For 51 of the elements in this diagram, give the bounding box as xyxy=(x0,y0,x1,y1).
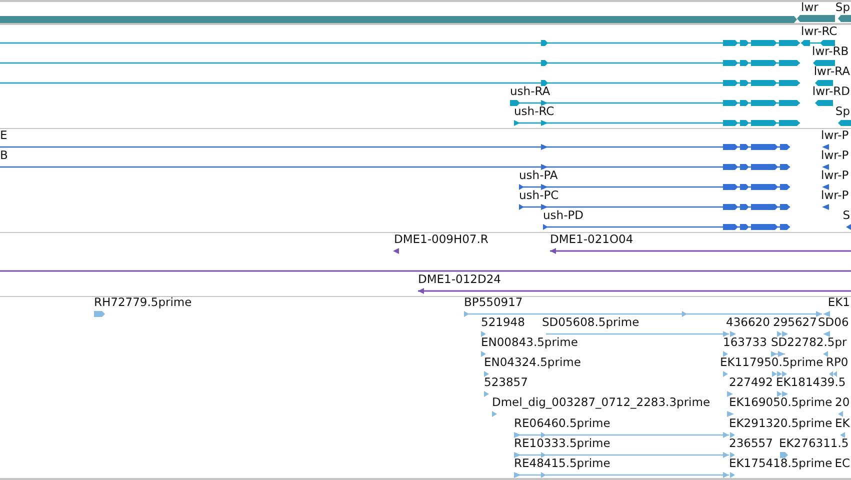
feature-label: B xyxy=(0,150,8,161)
feature-label: EK175418.5prime xyxy=(729,458,832,469)
feature-label: SD05608.5prime xyxy=(542,316,640,328)
feature-label: ush-PD xyxy=(543,210,584,221)
feature-label: 236557 xyxy=(729,438,773,449)
feature-label: ush-RC xyxy=(514,106,554,117)
feature-label: EK1 xyxy=(828,296,850,308)
feature-label: DME1-012D24 xyxy=(418,274,501,285)
feature-label: EK276311.5 xyxy=(779,438,849,449)
feature-label: Sp xyxy=(835,2,850,13)
feature-label: lwr-RB xyxy=(812,46,849,57)
feature-label: RE10333.5prime xyxy=(514,438,610,449)
feature-label: 295627 xyxy=(773,316,817,328)
feature-label: Sp xyxy=(835,106,850,117)
feature-label: lwr-RD xyxy=(812,86,850,97)
feature-label: 20 xyxy=(835,396,850,408)
feature-label: lwr-P xyxy=(821,130,849,141)
feature-label: 523857 xyxy=(484,376,528,388)
feature-label: DME1-009H07.R xyxy=(394,234,488,245)
feature-label: SD22782.5pr xyxy=(771,336,847,348)
feature-label: EK181439.5 xyxy=(776,376,846,388)
feature-label: EK117950.5prime xyxy=(720,356,824,368)
feature-label: ush-PA xyxy=(519,170,558,181)
feature-label: lwr-RA xyxy=(814,66,850,77)
feature-label: ush-PC xyxy=(519,190,559,201)
feature-label: 227492 xyxy=(729,376,773,388)
feature-label: EC xyxy=(834,458,850,469)
feature-label: RP0 xyxy=(826,356,848,368)
feature-label: 436620 xyxy=(726,316,770,328)
feature-label: SD06 xyxy=(818,316,849,328)
feature-label: EK291320.5prime xyxy=(729,418,832,429)
feature-label: EN04324.5prime xyxy=(484,356,581,368)
feature-label: BP550917 xyxy=(464,296,523,308)
feature-label: EN00843.5prime xyxy=(481,336,578,348)
feature-label: 163733 xyxy=(723,336,767,348)
feature-label: EK xyxy=(835,418,850,429)
feature-label: S xyxy=(842,210,850,221)
feature-label: RH72779.5prime xyxy=(94,296,192,308)
feature-label: E xyxy=(0,130,8,141)
feature-label: lwr xyxy=(801,2,818,13)
feature-label: DME1-021O04 xyxy=(550,234,634,245)
feature-label: ush-RA xyxy=(510,86,550,97)
feature-label: lwr-P xyxy=(821,170,849,181)
feature-label: Dmel_dig_003287_0712_2283.3prime xyxy=(492,396,710,408)
feature-label: EK169050.5prime xyxy=(729,396,832,408)
feature-label: RE48415.5prime xyxy=(514,458,610,469)
feature-label: lwr-RC xyxy=(801,26,838,37)
feature-label: RE06460.5prime xyxy=(514,418,610,429)
feature-label: lwr-P xyxy=(821,190,849,201)
feature-label: lwr-P xyxy=(821,150,849,161)
feature-label: 521948 xyxy=(481,316,525,328)
